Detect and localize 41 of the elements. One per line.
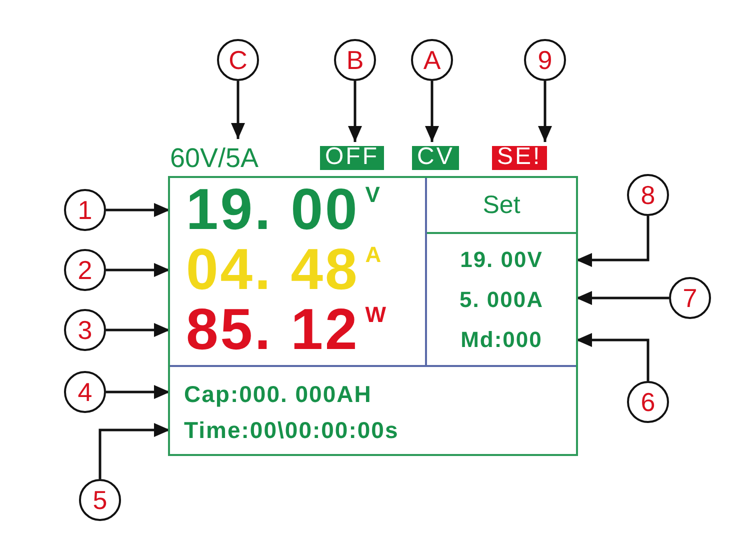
callout-number: 8 [627, 174, 669, 216]
callout-number: 4 [64, 371, 106, 413]
arrow [425, 81, 439, 142]
arrow [231, 81, 245, 139]
arrow [106, 203, 170, 217]
panel-heading: Set [482, 190, 520, 220]
rating-text: 60V/5A [170, 143, 320, 171]
callout-number: 7 [669, 277, 711, 319]
unit-label: V [365, 184, 380, 206]
arrow [106, 323, 170, 337]
unit-label: W [365, 304, 386, 326]
status-badge: SE! [492, 146, 547, 170]
setpoint-text: 5. 000A [459, 287, 544, 313]
callout-number: 1 [64, 189, 106, 231]
arrow [576, 291, 669, 305]
callout-number: B [334, 39, 376, 81]
display-screen [168, 176, 578, 456]
arrow [348, 81, 362, 142]
setpoint-text: Md:000 [460, 327, 542, 353]
reading-value: 04. 48 [186, 244, 360, 296]
status-text: Cap:000. 000AH [184, 380, 372, 408]
reading-value: 19. 00 [186, 184, 360, 236]
callout-number: 3 [64, 309, 106, 351]
callout-number: 6 [627, 381, 669, 423]
callout-number: 2 [64, 249, 106, 291]
callout-number: A [411, 39, 453, 81]
arrow [576, 333, 650, 381]
arrow [98, 423, 170, 479]
arrow [576, 216, 650, 267]
status-text: Time:00\00:00:00s [184, 416, 399, 444]
callout-number: 9 [524, 39, 566, 81]
setpoint-text: 19. 00V [460, 247, 543, 273]
reading-value: 85. 12 [186, 304, 360, 356]
status-badge: CV [412, 146, 460, 170]
arrow [106, 263, 170, 277]
arrow [106, 385, 170, 399]
unit-label: A [365, 244, 382, 266]
callout-number: C [217, 39, 259, 81]
status-badge: OFF [320, 146, 384, 170]
arrow [538, 81, 552, 142]
callout-number: 5 [79, 479, 121, 521]
